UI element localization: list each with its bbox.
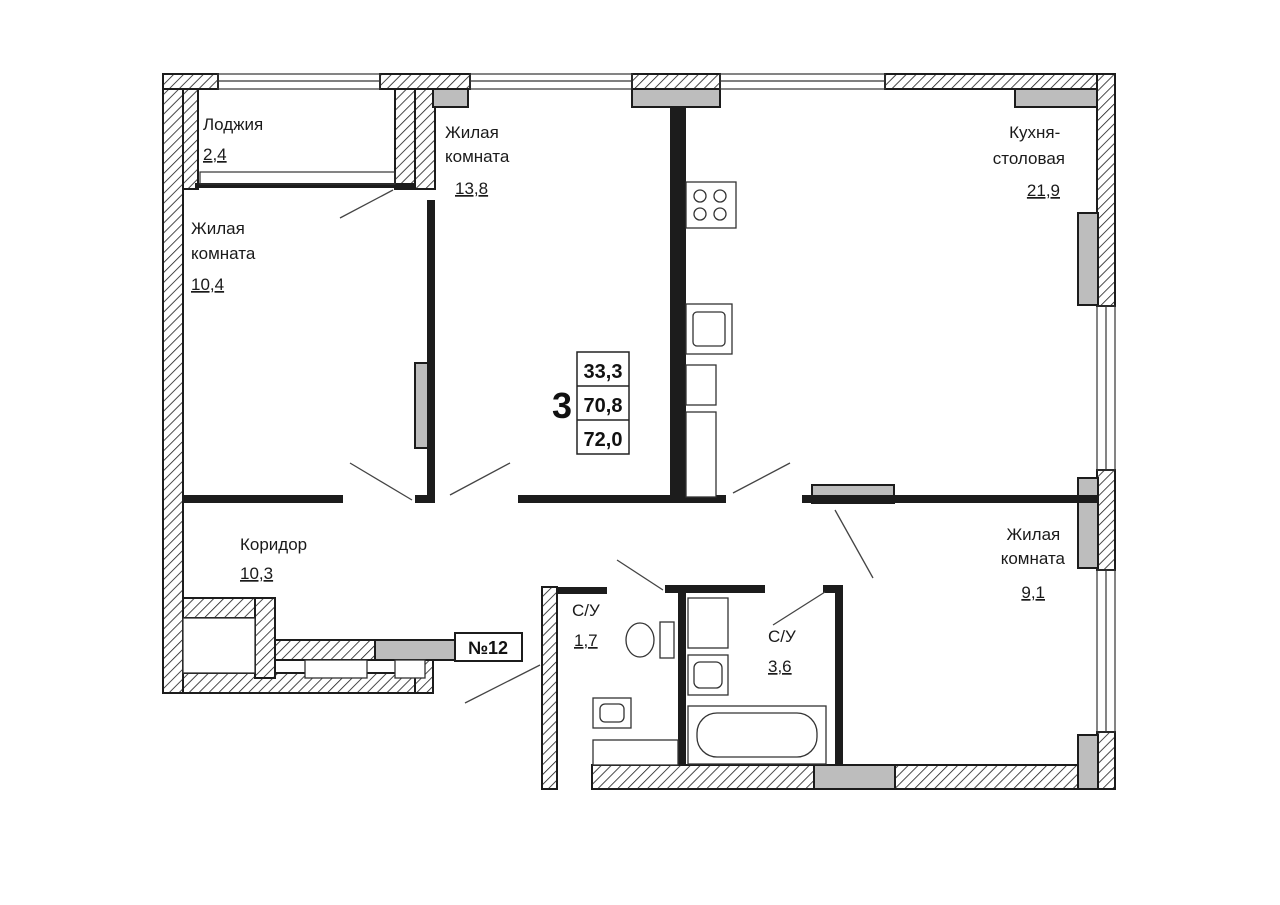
toilet-icon: [625, 621, 675, 659]
area-summary: 3 33,3 70,8 72,0: [552, 351, 630, 455]
room-name: С/У: [572, 601, 600, 620]
room-name-line1: Жилая: [191, 219, 245, 238]
room-bathroom-1-7: С/У 1,7: [572, 601, 600, 650]
room-area: 10,4: [191, 275, 224, 294]
room-name-line1: Жилая: [1006, 525, 1060, 544]
room-bedroom-13-8: Жилая комната 13,8: [445, 123, 510, 198]
room-bedroom-10-4: Жилая комната 10,4: [191, 219, 256, 294]
sink-icon: [685, 303, 733, 355]
room-name: Жилая комната: [191, 219, 256, 263]
rooms-count: 3: [552, 385, 572, 426]
exterior-walls: [162, 73, 1116, 790]
room-name: Кухня- столовая: [993, 123, 1065, 168]
area-with-loggia: 72,0: [584, 429, 623, 451]
interior-walls: [183, 108, 1097, 765]
room-area: 2,4: [203, 145, 227, 164]
room-bedroom-9-1: Жилая комната 9,1: [1001, 525, 1066, 602]
area-total: 70,8: [584, 395, 623, 417]
room-area: 9,1: [1021, 583, 1045, 602]
bathtub-icon: [687, 705, 827, 765]
room-loggia: Лоджия 2,4: [203, 115, 263, 164]
windows: [199, 73, 1116, 733]
room-kitchen: Кухня- столовая 21,9: [993, 123, 1065, 200]
room-name-line2: столовая: [993, 149, 1065, 168]
room-name-line2: комната: [1001, 549, 1066, 568]
apartment-number: №12: [468, 638, 508, 658]
room-area: 10,3: [240, 564, 273, 583]
apartment-number-badge: №12: [454, 632, 523, 662]
room-area: 13,8: [455, 179, 488, 198]
room-name: Жилая комната: [445, 123, 510, 166]
stove-icon: [685, 181, 737, 229]
room-corridor: Коридор 10,3: [240, 535, 307, 583]
room-area: 3,6: [768, 657, 792, 676]
room-name-line1: Кухня-: [1009, 123, 1060, 142]
room-name: Лоджия: [203, 115, 263, 134]
room-name: Коридор: [240, 535, 307, 554]
room-name: Жилая комната: [1001, 525, 1066, 568]
fixtures: [182, 181, 827, 766]
washbasin-icon: [687, 654, 729, 696]
room-name-line2: комната: [445, 147, 510, 166]
doors: [339, 189, 874, 704]
room-name-line1: Жилая: [445, 123, 499, 142]
room-bathroom-3-6: С/У 3,6: [768, 627, 796, 676]
room-area: 21,9: [1027, 181, 1060, 200]
room-name: С/У: [768, 627, 796, 646]
room-area: 1,7: [574, 631, 598, 650]
area-living: 33,3: [584, 361, 623, 383]
room-name-line2: комната: [191, 244, 256, 263]
